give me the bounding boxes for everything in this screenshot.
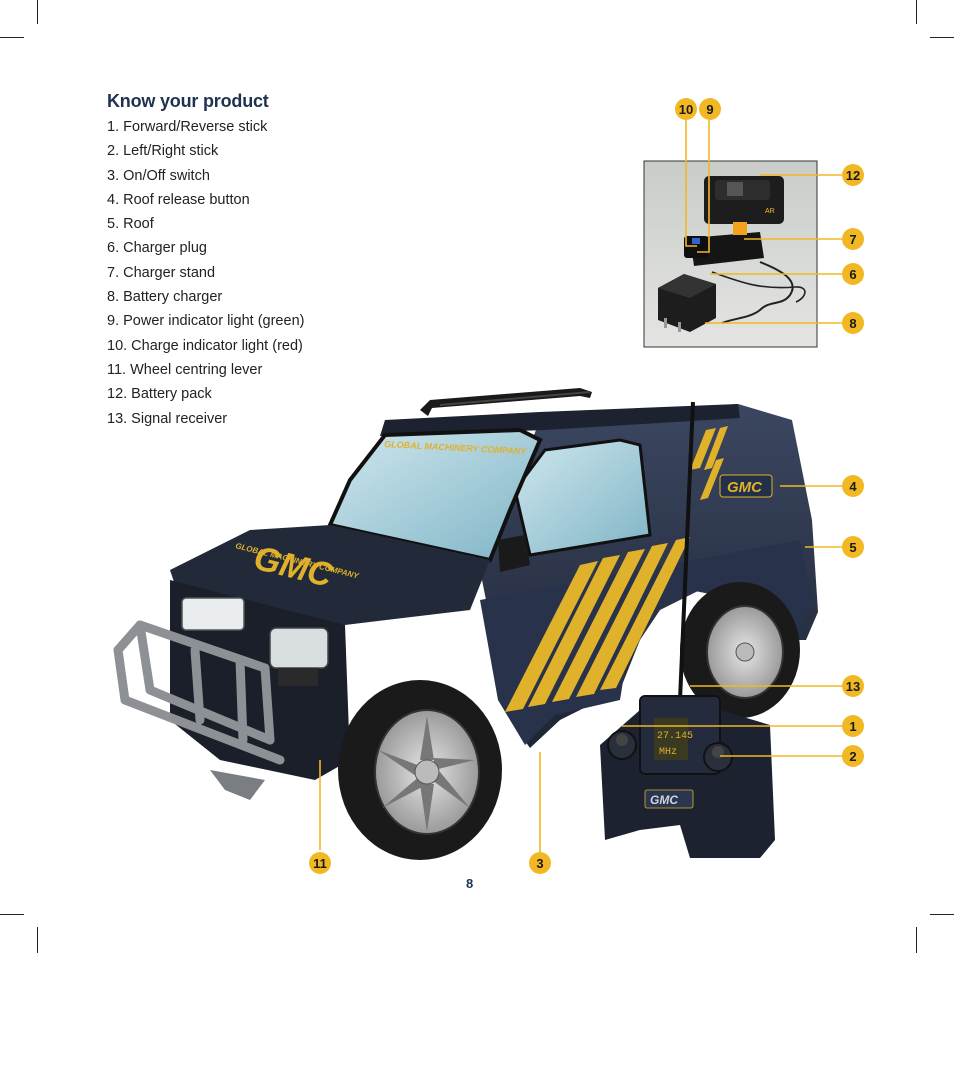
rc-car: GLOBAL MACHINERY COMPANY GMC GMC GLOBAL … bbox=[113, 388, 818, 860]
list-item: 3. On/Off switch bbox=[107, 167, 210, 184]
callout-10: 10 bbox=[675, 98, 697, 120]
callout-8: 8 bbox=[842, 312, 864, 334]
crop-mark bbox=[930, 37, 954, 38]
charger-button bbox=[733, 222, 747, 235]
callout-12: 12 bbox=[842, 164, 864, 186]
battery-charger-adapter bbox=[658, 274, 716, 332]
crop-mark bbox=[0, 914, 24, 915]
callout-5: 5 bbox=[842, 536, 864, 558]
front-wheel-spokes bbox=[378, 716, 475, 832]
remote-control: 27.145 MHz GMC bbox=[600, 695, 775, 858]
crop-mark bbox=[916, 0, 917, 24]
crop-mark bbox=[930, 914, 954, 915]
list-item: 6. Charger plug bbox=[107, 240, 207, 257]
callout-3: 3 bbox=[529, 852, 551, 874]
list-item: 2. Left/Right stick bbox=[107, 143, 219, 160]
svg-text:5: 5 bbox=[849, 540, 856, 555]
callout-1: 1 bbox=[842, 715, 864, 737]
callout-13: 13 bbox=[842, 675, 864, 697]
list-item: 11. Wheel centring lever bbox=[107, 361, 263, 378]
list-item: 13. Signal receiver bbox=[107, 410, 228, 427]
charge-indicator-light bbox=[692, 238, 700, 244]
page-number: 8 bbox=[466, 876, 474, 891]
svg-text:7: 7 bbox=[849, 232, 856, 247]
forward-reverse-stick bbox=[616, 734, 628, 746]
svg-text:2: 2 bbox=[849, 749, 856, 764]
callout-lines bbox=[319, 120, 843, 852]
list-item: 4. Roof release button bbox=[107, 191, 250, 208]
list-item: 10. Charge indicator light (red) bbox=[107, 337, 303, 354]
parts-list: 1. Forward/Reverse stick 2. Left/Right s… bbox=[107, 117, 304, 433]
list-item: 1. Forward/Reverse stick bbox=[107, 119, 268, 135]
svg-text:13: 13 bbox=[846, 679, 860, 694]
page-title: Know your product bbox=[107, 91, 269, 111]
side-logo: GMC bbox=[727, 479, 763, 496]
crop-mark bbox=[37, 0, 38, 24]
svg-text:12: 12 bbox=[846, 168, 860, 183]
svg-text:9: 9 bbox=[706, 102, 713, 117]
svg-text:8: 8 bbox=[849, 316, 856, 331]
side-stripes bbox=[505, 426, 728, 712]
svg-text:11: 11 bbox=[313, 856, 327, 871]
left-right-stick bbox=[712, 746, 724, 758]
callout-4: 4 bbox=[842, 475, 864, 497]
svg-text:3: 3 bbox=[536, 856, 543, 871]
crop-mark bbox=[37, 927, 38, 953]
list-item: 5. Roof bbox=[107, 216, 154, 233]
frequency-unit: MHz bbox=[659, 747, 677, 758]
svg-text:6: 6 bbox=[849, 267, 856, 282]
callout-9: 9 bbox=[699, 98, 721, 120]
bull-bar bbox=[113, 620, 285, 765]
callout-6: 6 bbox=[842, 263, 864, 285]
crop-mark bbox=[916, 927, 917, 953]
list-item: 12. Battery pack bbox=[107, 386, 212, 403]
svg-text:4: 4 bbox=[849, 479, 857, 494]
callout-2: 2 bbox=[842, 745, 864, 767]
battery-pack: AR bbox=[704, 176, 784, 224]
frequency-display: 27.145 bbox=[657, 731, 693, 742]
callout-11: 11 bbox=[309, 852, 331, 874]
callout-7: 7 bbox=[842, 228, 864, 250]
battery-label: AR bbox=[765, 208, 775, 215]
svg-text:1: 1 bbox=[849, 719, 856, 734]
list-item: 9. Power indicator light (green) bbox=[107, 313, 305, 330]
svg-text:10: 10 bbox=[679, 102, 693, 117]
list-item: 7. Charger stand bbox=[107, 264, 216, 281]
list-item: 8. Battery charger bbox=[107, 289, 223, 306]
remote-logo: GMC bbox=[650, 793, 678, 807]
crop-mark bbox=[0, 37, 24, 38]
